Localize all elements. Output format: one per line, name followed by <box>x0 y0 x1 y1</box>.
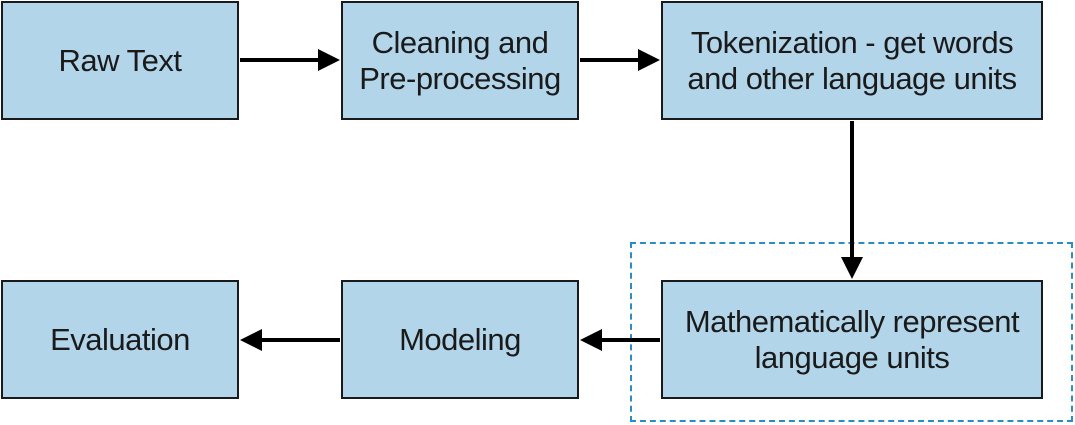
node-tokenization: Tokenization - get words and other langu… <box>661 1 1043 120</box>
node-raw-text-label: Raw Text <box>58 42 182 78</box>
node-tokenization-label: Tokenization - get words and other langu… <box>687 24 1017 96</box>
node-cleaning-label: Cleaning and Pre-processing <box>359 24 561 96</box>
arrow-math-to-modeling <box>580 329 660 351</box>
node-evaluation-label: Evaluation <box>50 321 190 357</box>
node-cleaning: Cleaning and Pre-processing <box>341 1 579 120</box>
arrow-cleaning-to-tokenization <box>580 49 660 71</box>
node-evaluation: Evaluation <box>1 280 239 399</box>
node-modeling: Modeling <box>341 280 579 399</box>
arrow-tokenization-to-math <box>841 121 863 279</box>
arrow-modeling-to-evaluation <box>240 329 340 351</box>
node-raw-text: Raw Text <box>1 1 239 120</box>
node-modeling-label: Modeling <box>399 321 521 357</box>
node-math-represent-label: Mathematically represent language units <box>684 303 1020 375</box>
arrow-raw-to-cleaning <box>240 49 340 71</box>
node-math-represent: Mathematically represent language units <box>661 280 1043 399</box>
